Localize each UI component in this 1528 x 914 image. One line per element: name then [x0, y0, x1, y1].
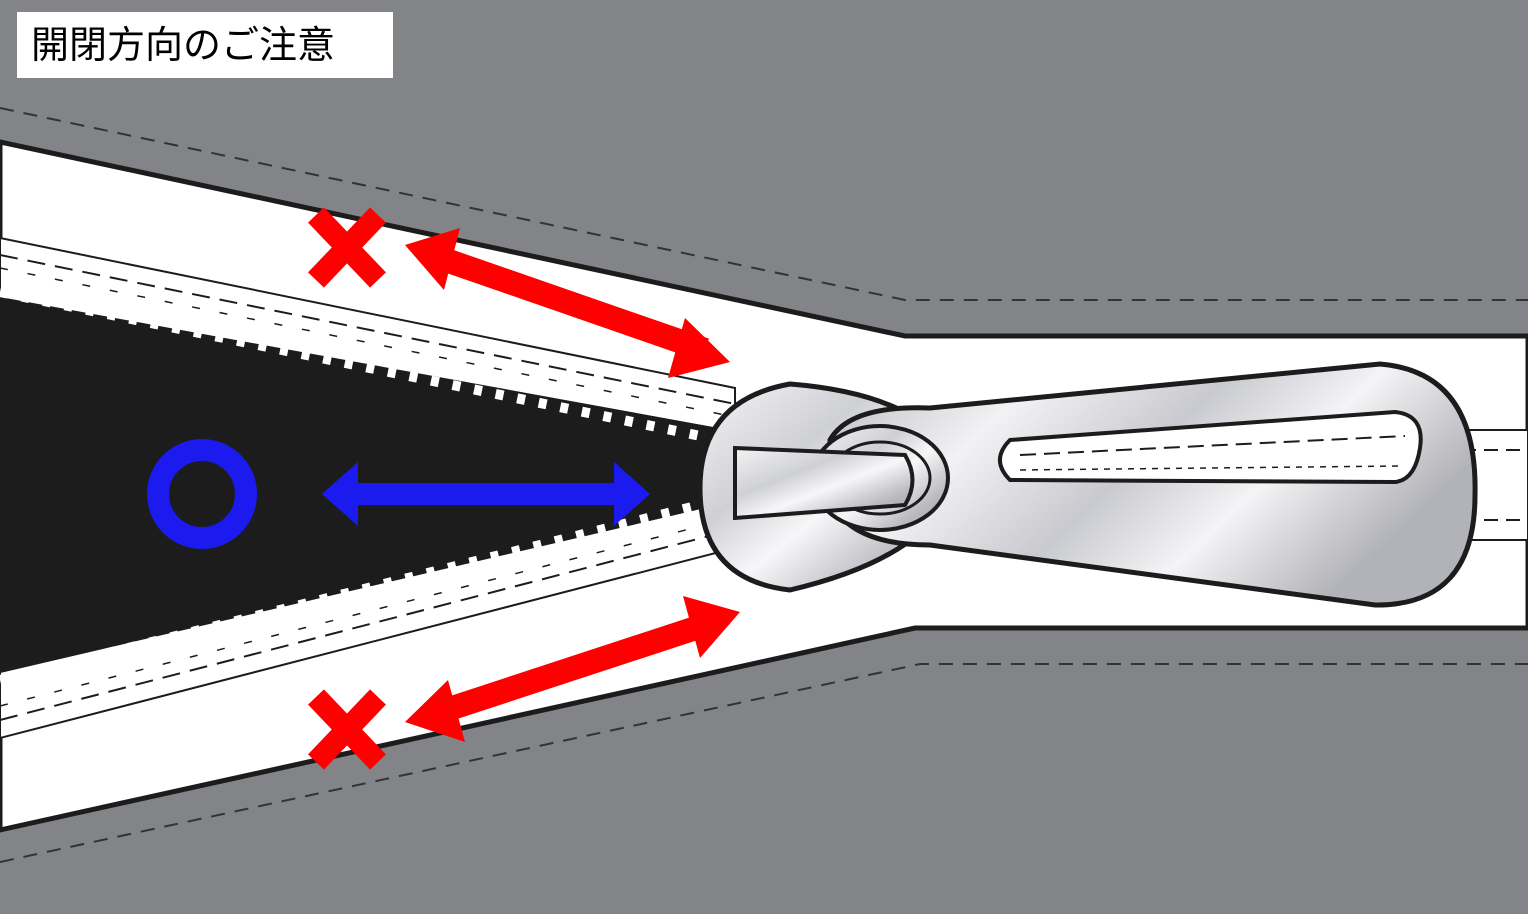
cross-ng-icon	[308, 689, 386, 770]
arrow-ok	[322, 462, 650, 526]
arrow-bottom-ng	[405, 596, 740, 742]
slider-lug	[733, 445, 915, 521]
stitch-line-bottom	[0, 663, 1528, 863]
zipper-slider	[697, 361, 1478, 608]
circle-ok-icon	[147, 439, 257, 549]
pull-tab-slot	[998, 409, 1423, 485]
stitch-line-top	[0, 107, 1528, 301]
cross-ng-icon	[308, 207, 386, 288]
arrow-top-ng	[405, 228, 730, 378]
diagram-title: 開閉方向のご注意	[17, 12, 393, 78]
